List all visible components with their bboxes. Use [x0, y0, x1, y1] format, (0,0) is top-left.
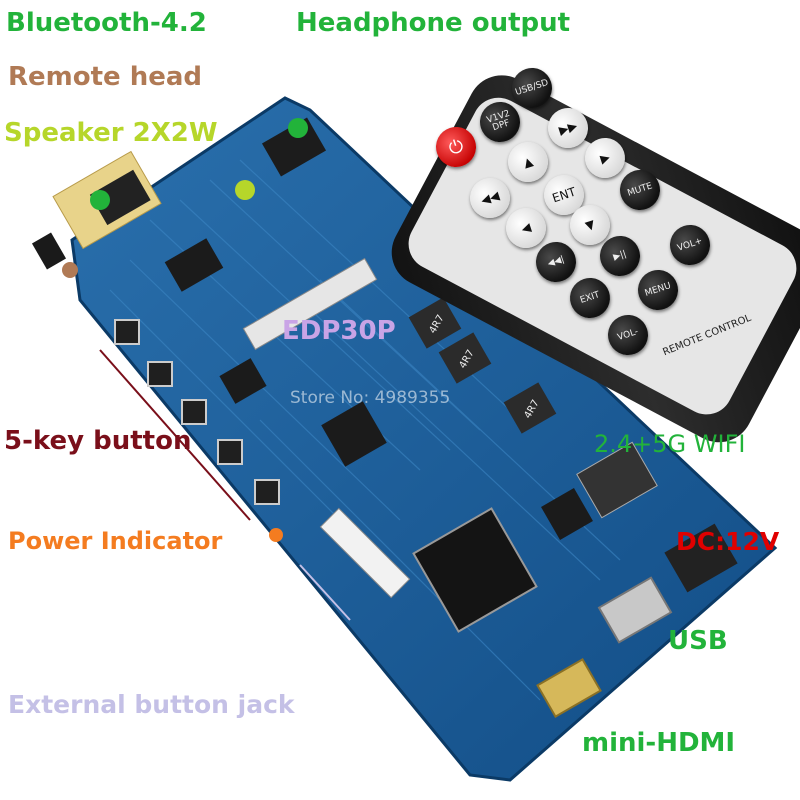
speaker-dot [235, 180, 255, 200]
button-jack-connector [319, 507, 411, 599]
usb-port [597, 576, 673, 644]
label-mini-hdmi: mini-HDMI [582, 728, 736, 758]
inductor-3 [503, 382, 557, 434]
five-key-buttons [114, 319, 280, 505]
inductor-2 [438, 332, 492, 384]
headphone-jack [261, 117, 327, 177]
mini-hdmi-port [536, 658, 602, 718]
label-store-number: Store No: 4989355 [290, 388, 451, 408]
wifi-module [576, 441, 658, 519]
dc-jack [664, 523, 738, 593]
label-headphone-output: Headphone output [296, 8, 571, 38]
main-soc [412, 507, 538, 633]
ir-receiver [31, 232, 67, 270]
ic-small [219, 358, 267, 404]
remote-head-dot [62, 262, 78, 278]
label-remote-head: Remote head [8, 62, 203, 92]
label-power-indicator: Power Indicator [8, 527, 223, 555]
ic-right [541, 488, 593, 540]
label-speaker: Speaker 2X2W [4, 118, 218, 148]
inductor-1 [408, 297, 462, 349]
bluetooth-dot [90, 190, 110, 210]
headphone-dot [288, 118, 308, 138]
label-bluetooth: Bluetooth-4.2 [6, 8, 207, 38]
ic-mid [321, 401, 387, 467]
label-five-key-button: 5-key button [4, 426, 192, 456]
power-indicator-dot [269, 528, 283, 542]
label-usb: USB [668, 626, 728, 656]
label-wifi: 2.4+5G WIFI [594, 430, 746, 458]
label-external-button-jack: External button jack [8, 690, 295, 719]
remote-control: ⏻ V1V2 DPF USB/SD ◀◀ ▲ ▶▶ ENT ◀ ▼ ▶ ◀◀| … [379, 20, 800, 455]
label-dc-12v: DC:12V [676, 527, 780, 556]
edp-connector [242, 257, 378, 351]
ic-amp [164, 238, 224, 292]
label-edp30p: EDP30P [282, 316, 396, 346]
